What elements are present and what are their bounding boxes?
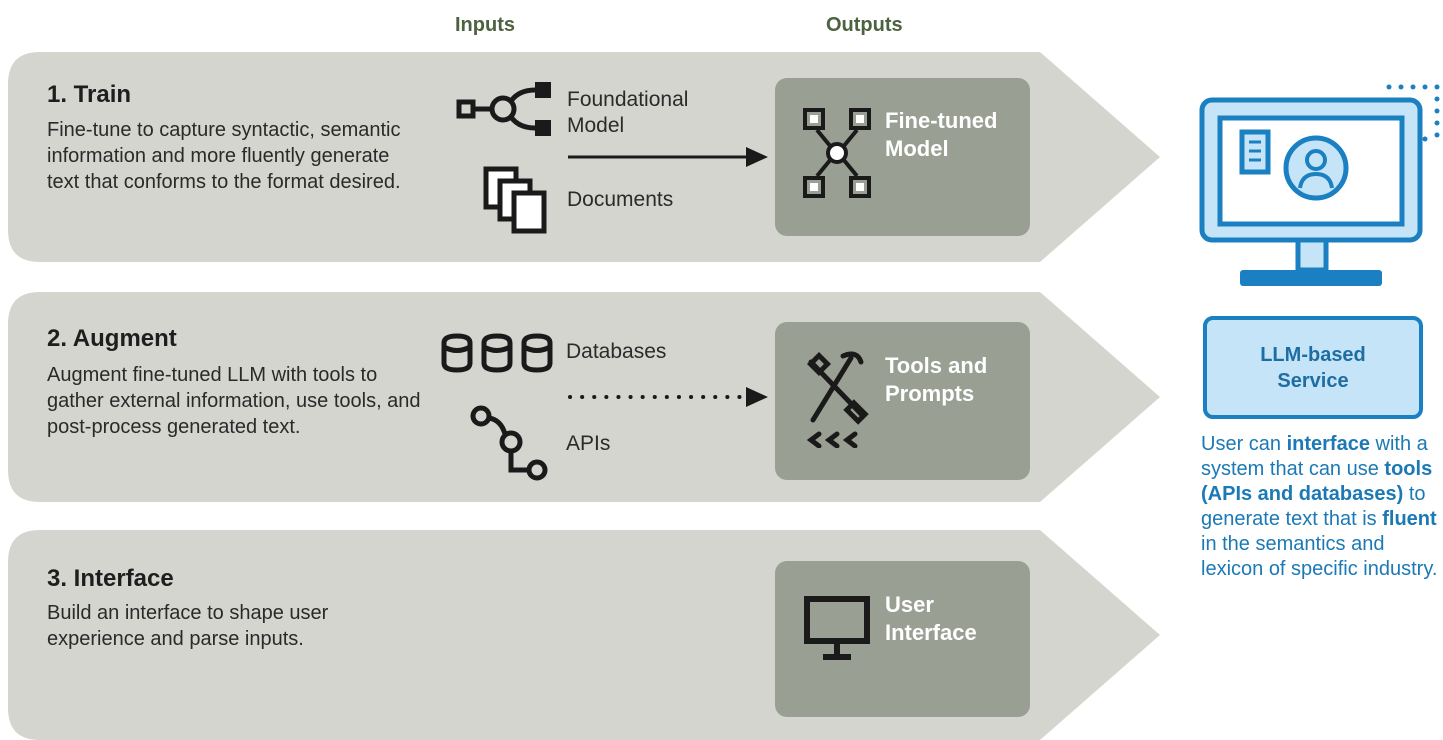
note-part: with a system that can use [1201, 433, 1428, 480]
step-interface-description: Build an interface to shape user experie… [47, 602, 329, 650]
output-tools-and-prompts-label: Tools and Prompts [885, 353, 988, 406]
database-icon [441, 333, 553, 373]
note-part: in the semantics and lexicon of specific… [1201, 533, 1438, 580]
input-foundational-model-label: Foundational Model [567, 88, 689, 137]
hub-network-icon [803, 108, 871, 198]
augment-dotted-arrow [568, 387, 768, 407]
note-part: to generate text that is [1201, 483, 1426, 530]
llm-service-label: LLM-based Service [1260, 343, 1366, 392]
step-augment-title: 2. Augment [47, 325, 177, 352]
llm-service-box: LLM-based Service [1203, 316, 1423, 419]
output-tools-and-prompts: Tools and Prompts [775, 322, 1030, 480]
step-train-description: Fine-tune to capture syntactic, semantic… [47, 119, 401, 193]
computer-user-icon [1199, 84, 1440, 286]
output-fine-tuned-model: Fine-tuned Model [775, 78, 1030, 236]
step-augment-description: Augment fine-tuned LLM with tools to gat… [47, 364, 421, 438]
output-user-interface-label: User Interface [885, 592, 977, 645]
monitor-icon [804, 596, 870, 660]
step-train-title: 1. Train [47, 81, 132, 108]
note-part: User can [1201, 433, 1287, 455]
note-emphasis: interface [1286, 433, 1370, 455]
llm-service-note: User can interface with a system that ca… [1201, 432, 1441, 582]
network-model-icon [456, 82, 551, 136]
input-documents-label: Documents [567, 188, 674, 211]
input-databases-label: Databases [566, 340, 667, 363]
output-user-interface: User Interface [775, 561, 1030, 717]
input-apis-label: APIs [566, 432, 611, 455]
note-emphasis: tools (APIs and databases) [1201, 458, 1433, 505]
documents-icon [483, 166, 547, 234]
output-fine-tuned-model-label: Fine-tuned Model [885, 108, 998, 161]
api-connector-icon [470, 405, 548, 481]
outputs-column-header: Outputs [826, 14, 903, 36]
train-solid-arrow [568, 147, 768, 167]
tools-icon [806, 351, 869, 448]
inputs-column-header: Inputs [455, 14, 515, 36]
step-interface-title: 3. Interface [47, 565, 174, 592]
note-emphasis: fluent [1382, 508, 1437, 530]
